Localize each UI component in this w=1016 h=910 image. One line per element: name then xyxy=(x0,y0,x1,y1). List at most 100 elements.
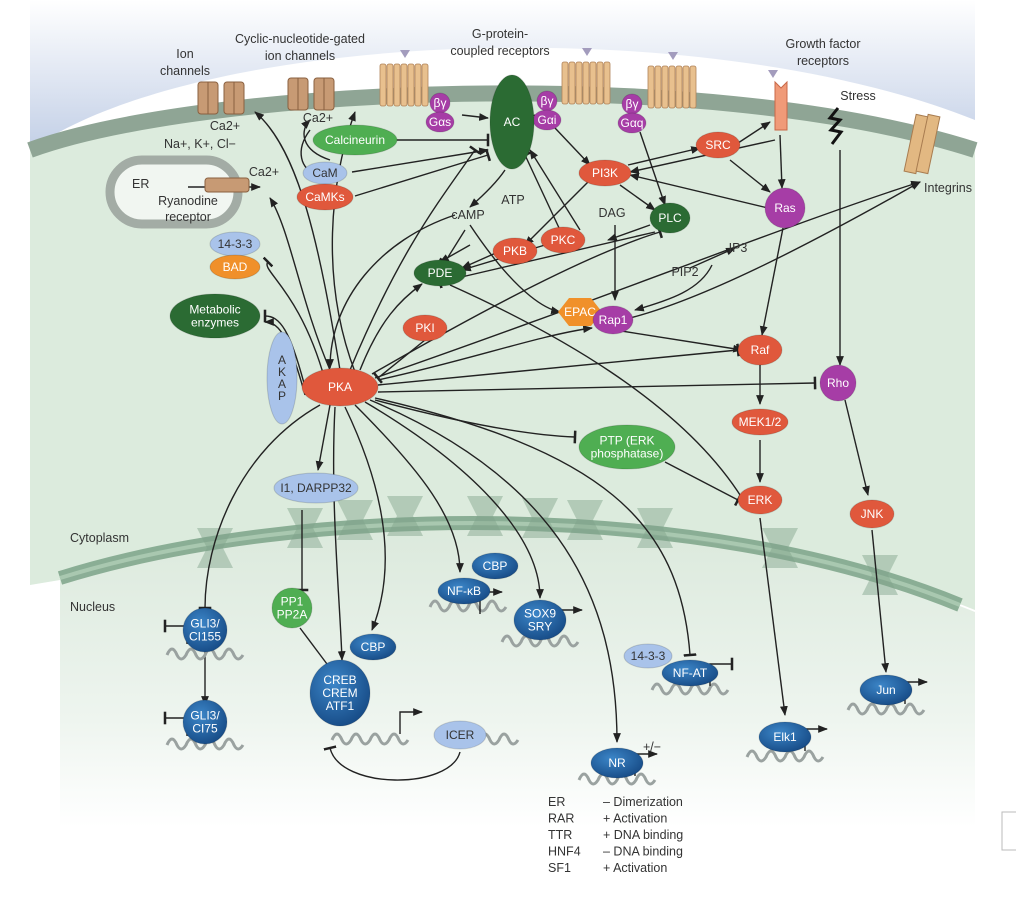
activation-arrow xyxy=(529,149,581,231)
inhibition-edge xyxy=(371,225,664,375)
node-label: Ras xyxy=(774,201,795,215)
node-label: MEK1/2 xyxy=(739,415,782,429)
inhibition-edge xyxy=(518,151,561,231)
dna-helix xyxy=(428,599,508,613)
node-label: JNK xyxy=(861,507,884,521)
stress-lightning-icon xyxy=(827,107,844,145)
node-label: PKI xyxy=(415,321,434,335)
activation-arrow xyxy=(629,139,776,174)
node-label: Calcineurin xyxy=(325,133,385,147)
node-label: SRC xyxy=(705,138,731,152)
activation-arrow xyxy=(777,134,786,189)
activation-arrow xyxy=(871,529,890,673)
node-gli75: GLI3/CI75 xyxy=(182,699,228,745)
gpcr-label: G-protein- xyxy=(472,27,528,41)
ion-channels-label: channels xyxy=(160,64,210,78)
node-label: PKB xyxy=(503,244,527,258)
inhibition-edge xyxy=(373,339,426,384)
nuclear-pore xyxy=(567,500,603,540)
dna-helix xyxy=(650,682,730,696)
inhibition-edge xyxy=(354,148,492,197)
nuclear-pore xyxy=(467,496,503,536)
node-label: K xyxy=(278,365,286,379)
activation-arrow xyxy=(469,169,506,208)
node-label: βγ xyxy=(626,97,639,111)
activation-arrow xyxy=(619,184,656,211)
inhibition-edge xyxy=(262,256,326,381)
ion-channels-label: Ion xyxy=(176,47,193,61)
node-label: CBP xyxy=(483,559,508,573)
atp-label: ATP xyxy=(501,193,524,207)
nuclear-pore xyxy=(337,500,373,540)
nr-table-receptor: ER xyxy=(548,795,565,809)
activation-arrow xyxy=(524,179,591,246)
inhibition-edge xyxy=(374,399,577,444)
node-label: GLI3/ xyxy=(190,709,220,723)
activation-arrow xyxy=(634,264,713,312)
camp-label: cAMP xyxy=(451,208,484,222)
node-b1433: 14-3-3 xyxy=(209,231,261,257)
ligand-triangle-icon xyxy=(400,50,410,58)
integrin xyxy=(903,113,941,175)
activation-arrow xyxy=(759,227,784,336)
thumbnail-fragment xyxy=(1001,811,1016,851)
dna-helix xyxy=(577,772,657,786)
node-jnk: JNK xyxy=(849,499,895,529)
activation-arrow xyxy=(689,247,736,269)
node-cbp2: CBP xyxy=(471,552,519,580)
node-icer: ICER xyxy=(433,720,487,750)
activation-arrow xyxy=(351,147,489,173)
node-ras: Ras xyxy=(764,187,806,229)
inhibition-edge xyxy=(323,745,461,781)
node-plc: PLC xyxy=(649,202,691,234)
plasma-membrane xyxy=(27,85,978,158)
er-label: ER xyxy=(132,177,149,191)
calcium-label: Ca2+ xyxy=(303,111,333,125)
node-label: PKA xyxy=(328,380,352,394)
activation-arrow xyxy=(461,113,489,121)
ligand-triangle-icon xyxy=(768,70,778,78)
activation-arrow xyxy=(614,329,743,353)
nr-table-effect: – Dimerization xyxy=(603,795,683,809)
inhibition-edge xyxy=(374,397,697,657)
node-pkc: PKC xyxy=(540,226,586,254)
node-label: βγ xyxy=(434,96,447,110)
node-mek: MEK1/2 xyxy=(731,408,789,436)
inhibition-edge xyxy=(449,284,748,503)
nr-table-effect: – DNA binding xyxy=(603,845,683,859)
node-label: ICER xyxy=(446,728,475,742)
node-label: AC xyxy=(504,115,521,129)
inhibition-edge xyxy=(349,145,481,371)
activation-arrow xyxy=(369,399,621,743)
membrane-structures xyxy=(163,48,941,786)
activation-arrow xyxy=(315,404,331,471)
node-label: BAD xyxy=(223,260,248,274)
node-label: CI155 xyxy=(189,630,221,644)
node-label: CBP xyxy=(361,640,386,654)
node-label: Gαs xyxy=(429,115,451,129)
node-calcineurin: Calcineurin xyxy=(312,124,398,156)
node-ac: AC xyxy=(489,74,535,170)
node-rap1: Rap1 xyxy=(592,305,634,335)
activation-arrow xyxy=(374,180,921,379)
node-ga-i: Gαi xyxy=(532,109,562,131)
nr-table-receptor: RAR xyxy=(548,812,574,826)
inhibition-edge xyxy=(198,404,321,610)
node-label: A xyxy=(278,377,286,391)
gpcr-gi xyxy=(561,61,611,105)
node-cbp1: CBP xyxy=(349,633,397,661)
ligand-triangle-icon xyxy=(582,48,592,56)
dna-helix xyxy=(745,749,825,763)
node-cam: CaM xyxy=(302,161,348,185)
activation-arrow xyxy=(344,406,386,631)
activation-arrow xyxy=(469,224,561,315)
activation-arrow xyxy=(439,244,471,263)
activation-arrow xyxy=(332,406,346,661)
node-label: enzymes xyxy=(191,316,239,330)
inhibition-edge xyxy=(263,309,306,388)
node-label: P xyxy=(278,389,286,403)
pip2-label: PIP2 xyxy=(671,265,698,279)
